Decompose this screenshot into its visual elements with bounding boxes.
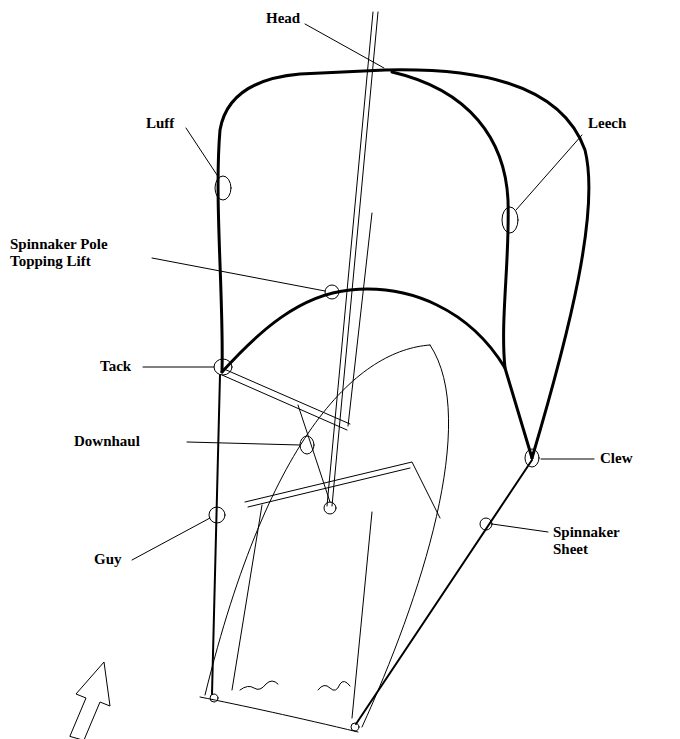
luff-label: Luff — [146, 115, 174, 132]
guy-label: Guy — [94, 551, 122, 568]
clew-label: Clew — [600, 450, 633, 467]
leech-label: Leech — [588, 115, 626, 132]
downhaul-label: Downhaul — [74, 433, 140, 450]
head-label: Head — [266, 10, 300, 27]
topping-lift-label: Spinnaker Pole Topping Lift — [10, 236, 122, 270]
sheet-label: Spinnaker Sheet — [553, 524, 628, 558]
tack-label: Tack — [100, 358, 131, 375]
